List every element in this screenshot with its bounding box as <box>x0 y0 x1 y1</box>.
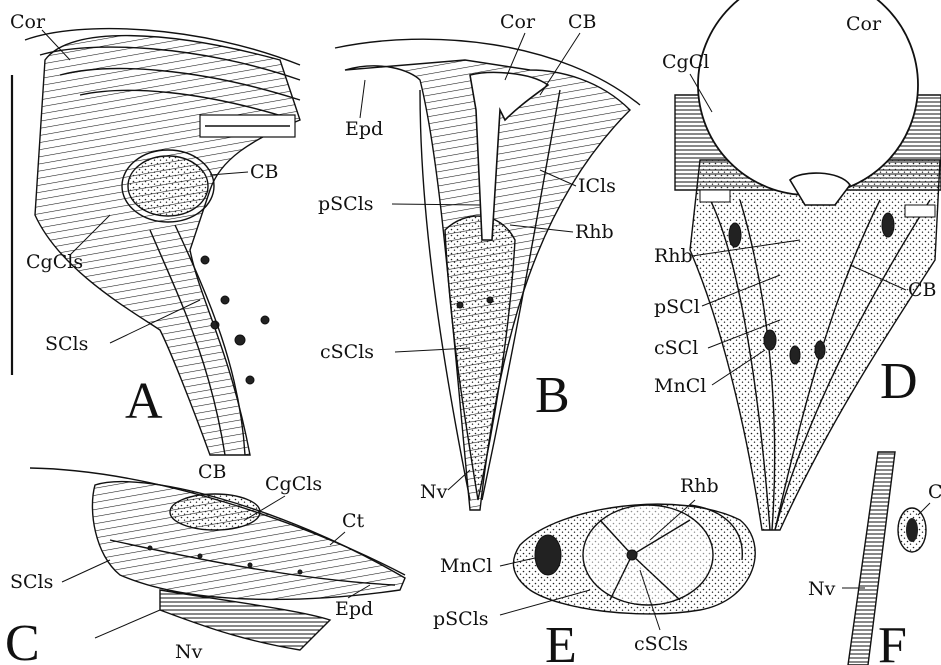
panel-b: Cor CB Epd ICls pSCls Rhb cSCls Nv B <box>318 11 640 510</box>
label-pscl: pSCl <box>654 296 700 318</box>
label-rhb-b: Rhb <box>575 221 614 243</box>
label-cscl: cSCl <box>654 337 698 359</box>
label-c-f: C <box>928 481 941 503</box>
label-cb: CB <box>250 161 279 183</box>
label-mncl-e: MnCl <box>440 555 492 577</box>
label-cor-b: Cor <box>500 11 536 33</box>
panel-c: CB CgCls Ct SCls Nv Epd C <box>5 461 405 665</box>
label-nv-f: Nv <box>808 578 836 600</box>
label-mncl: MnCl <box>654 375 706 397</box>
label-scls: SCls <box>45 333 88 355</box>
label-cscls-b: cSCls <box>320 341 374 363</box>
label-cor-d: Cor <box>846 13 882 35</box>
label-rhb-d: Rhb <box>654 245 693 267</box>
label-cb-b: CB <box>568 11 597 33</box>
label-epd-b: Epd <box>345 118 383 140</box>
label-cgcl: CgCl <box>662 51 709 73</box>
label-nv-c: Nv <box>175 641 203 663</box>
label-cgcls: CgCls <box>26 251 83 273</box>
label-nv-b: Nv <box>420 481 448 503</box>
label-ct: Ct <box>342 510 365 532</box>
label-cscls-e: cSCls <box>634 633 688 655</box>
label-pscls-b: pSCls <box>318 193 374 215</box>
label-cgcls-c: CgCls <box>265 473 322 495</box>
label-rhb-e: Rhb <box>680 475 719 497</box>
panel-letter-d: D <box>880 353 918 410</box>
panel-letter-b: B <box>535 367 570 424</box>
label-cb-c: CB <box>198 461 227 483</box>
panel-a: Cor CB CgCls SCls A <box>10 11 300 455</box>
label-cb-d: CB <box>908 279 937 301</box>
label-pscls-e: pSCls <box>433 608 489 630</box>
panel-letter-e: E <box>545 617 577 665</box>
panel-f: Nv C F <box>808 452 941 665</box>
panel-letter-c: C <box>5 615 40 665</box>
label-epd-c: Epd <box>335 598 373 620</box>
panel-d: Cor CgCl Rhb CB pSCl cSCl MnCl D <box>654 0 941 530</box>
label-icls: ICls <box>578 175 616 197</box>
panel-letter-f: F <box>878 617 907 665</box>
label-cor: Cor <box>10 11 46 33</box>
label-scls-c: SCls <box>10 571 53 593</box>
panel-letter-a: A <box>125 373 163 430</box>
